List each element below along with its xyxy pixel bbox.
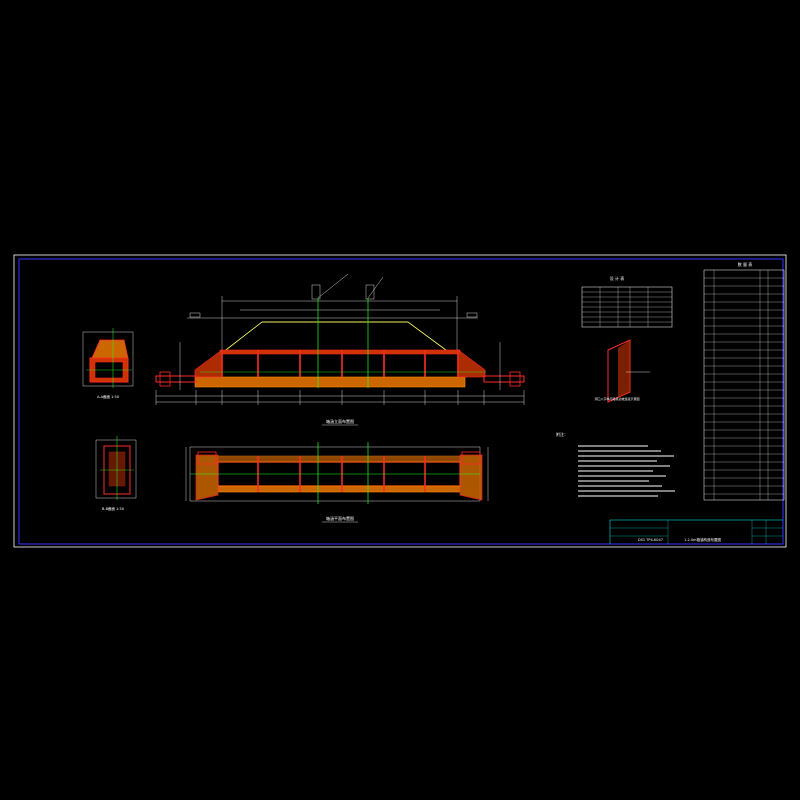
design-params-title: 设 计 表	[610, 275, 625, 281]
plan-view-title: 箱涵平面布置图	[326, 515, 354, 521]
quantities-title: 数 量 表	[738, 261, 753, 267]
notes-title: 附注：	[556, 431, 568, 437]
quantities-table: 数 量 表	[703, 261, 785, 501]
section-a-a: A-A截面 1:50	[82, 328, 134, 399]
section-b-b: B-B截面 1:50	[95, 436, 137, 511]
elevation-view-title: 箱涵立面布置图	[326, 418, 354, 424]
outer-frame	[13, 254, 787, 548]
wingwall-detail: 洞口八字墙与路基边坡连接示意图	[594, 339, 650, 403]
plan-view: 箱涵平面布置图	[185, 442, 489, 523]
design-params-table: 设 计 表	[581, 275, 673, 328]
elevation-view: 箱涵立面布置图	[155, 273, 525, 426]
section-a-a-title: A-A截面 1:50	[97, 394, 119, 399]
section-b-b-title: B-B截面 1:50	[102, 506, 124, 511]
detail-title: 洞口八字墙与路基边坡连接示意图	[594, 396, 639, 401]
title-block: DS1 TP4-K047 1-2.0m箱涵构造布置图	[609, 519, 783, 544]
inner-frame	[18, 258, 784, 545]
sheet-title: 1-2.0m箱涵构造布置图	[684, 537, 721, 542]
drawing-number: DS1 TP4-K047	[638, 538, 663, 542]
notes-block: 附注：	[556, 431, 675, 497]
